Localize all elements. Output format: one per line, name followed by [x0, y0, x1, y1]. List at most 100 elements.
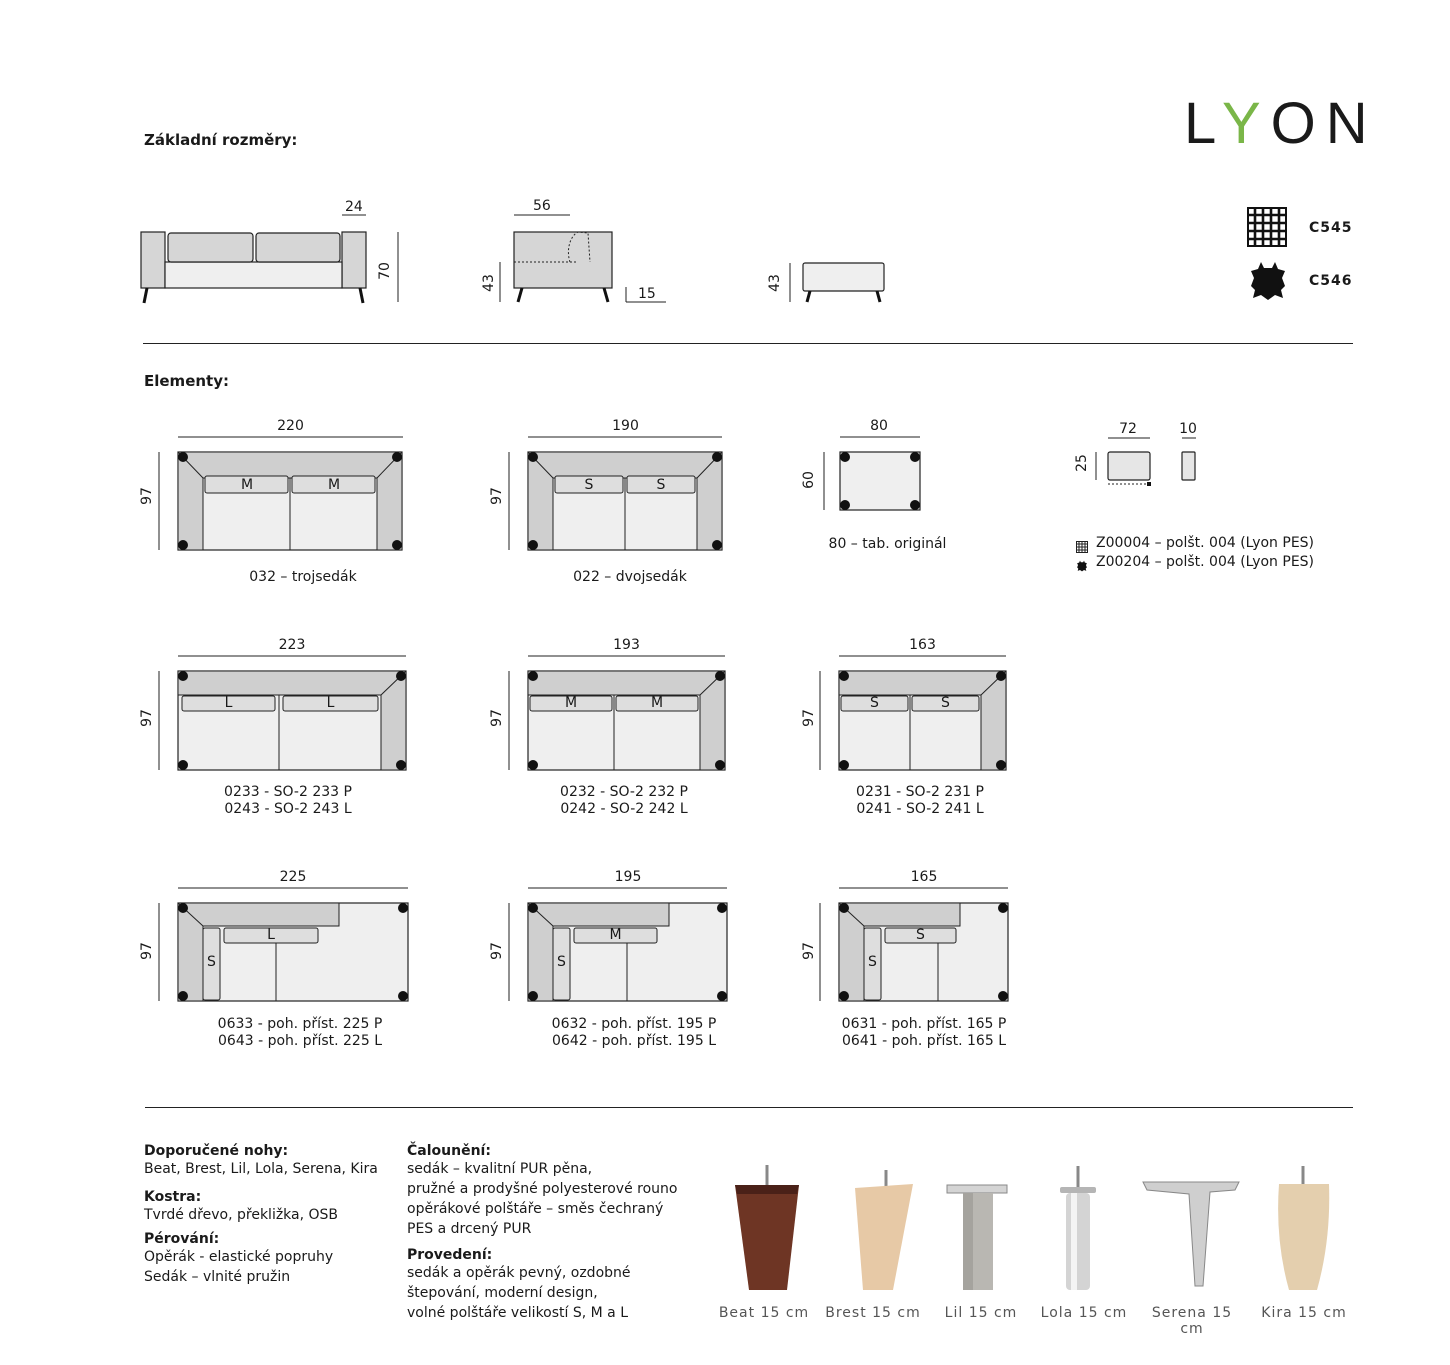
spec-finish-text-1: štepování, moderní design, [407, 1285, 598, 1301]
elem-6-cushion-0: L [267, 927, 275, 943]
leg-label-brest: Brest 15 cm [825, 1305, 921, 1321]
side-depth-dim: 56 [533, 198, 551, 214]
pillow-width: 72 [1119, 421, 1137, 437]
elem-6-width: 225 [279, 869, 307, 885]
spec-finish-text-2: volné polštáře velikostí S, M a L [407, 1305, 629, 1321]
elem-7-cushion-0: M [609, 927, 622, 943]
spec-column-1: Doporučené nohy: Beat, Brest, Lil, Lola,… [144, 1143, 404, 1287]
elem-5-label-l: 0241 - SO-2 241 L [856, 801, 984, 817]
spec-upholstery-text-2: opěrákové polštáře – směs čechraný [407, 1201, 664, 1217]
elem-5-label: 0231 - SO-2 231 P 0241 - SO-2 241 L [800, 784, 1040, 818]
basic-dimensions-title: Základní rozměry: [144, 131, 298, 149]
elem-6-label-p: 0633 - poh. příst. 225 P [217, 1016, 383, 1032]
elem-1-depth: 97 [488, 487, 505, 505]
brand-letters-on: ON [1270, 91, 1378, 156]
elem-7-label-p: 0632 - poh. příst. 195 P [551, 1016, 717, 1032]
spec-legs-title: Doporučené nohy: [144, 1143, 289, 1159]
elem-3-label-p: 0233 - SO-2 233 P [224, 784, 352, 800]
fabric-code-c546: C546 [1309, 273, 1353, 289]
elem-1-label: 022 – dvojsedák [573, 569, 687, 585]
elem-5-depth: 97 [800, 709, 817, 727]
spec-upholstery-title: Čalounění: [407, 1143, 491, 1159]
elem-4-label-p: 0232 - SO-2 232 P [560, 784, 688, 800]
elem-4-label: 0232 - SO-2 232 P 0242 - SO-2 242 L [504, 784, 744, 818]
elem-5-label-p: 0231 - SO-2 231 P [856, 784, 984, 800]
elem-0-cushion-0: M [240, 477, 254, 493]
elem-5-width: 163 [909, 637, 936, 653]
leg-beat-icon [735, 1165, 799, 1290]
elem-1-cushion-0: S [584, 477, 594, 493]
basic-dimensions-drawings [140, 214, 666, 304]
elem-2-label: 80 – tab. originál [828, 536, 947, 552]
leg-height-dim: 15 [638, 286, 656, 302]
pillow-thickness: 10 [1179, 421, 1197, 437]
section-divider [143, 343, 1353, 344]
elem-4-cushion-1: M [650, 695, 664, 711]
sofa-arm-dim: 24 [345, 199, 363, 215]
brand-letter-y: Y [1221, 91, 1271, 156]
elem-7-drawing [508, 887, 728, 1002]
leather-hide-icon [1247, 260, 1289, 302]
elem-5-cushion-0: S [870, 695, 879, 711]
elem-8-label-p: 0631 - poh. příst. 165 P [841, 1016, 1007, 1032]
elem-3-label-l: 0243 - SO-2 243 L [224, 801, 352, 817]
elem-7-cushion-1: S [557, 954, 566, 970]
elem-8-depth: 97 [800, 942, 817, 960]
leg-kira-icon [1278, 1166, 1330, 1290]
elem-6-label: 0633 - poh. příst. 225 P 0643 - poh. pří… [180, 1016, 420, 1050]
leg-label-lola: Lola 15 cm [1040, 1305, 1128, 1321]
elem-3-label: 0233 - SO-2 233 P 0243 - SO-2 243 L [168, 784, 408, 818]
elem-2-width: 80 [870, 418, 888, 434]
elem-8-width: 165 [910, 869, 938, 885]
spec-upholstery-text-0: sedák – kvalitní PUR pěna, [407, 1161, 593, 1177]
elem-7-label-l: 0642 - poh. příst. 195 L [552, 1033, 716, 1049]
elem-7-depth: 97 [488, 942, 505, 960]
elem-4-label-l: 0242 - SO-2 242 L [560, 801, 688, 817]
sofa-side-view [499, 214, 666, 303]
fabric-weave-icon [1076, 538, 1088, 553]
elem-0-label: 032 – trojsedák [249, 569, 357, 585]
elem-0-cushion-1: M [327, 477, 341, 493]
elem-8-drawing [819, 887, 1009, 1002]
side-seat-height-dim: 43 [480, 274, 497, 292]
leg-label-beat: Beat 15 cm [718, 1305, 810, 1321]
leg-serena-icon [1142, 1181, 1240, 1287]
elem-1-width: 190 [612, 418, 639, 434]
fabric-weave-icon [1246, 206, 1288, 248]
elem-6-drawing [158, 887, 409, 1002]
leg-lil-icon [946, 1184, 1008, 1290]
pillow-drawing [1095, 437, 1196, 486]
elem-0-drawing [158, 436, 403, 551]
elem-7-width: 195 [614, 869, 642, 885]
leg-label-lil: Lil 15 cm [944, 1305, 1018, 1321]
spec-legs-text: Beat, Brest, Lil, Lola, Serena, Kira [144, 1161, 378, 1177]
stool-side-view [789, 262, 885, 303]
leather-hide-icon [1076, 557, 1088, 572]
brand-logo: LYON [1184, 90, 1378, 157]
elem-7-label: 0632 - poh. příst. 195 P 0642 - poh. pří… [514, 1016, 754, 1050]
elem-0-width: 220 [277, 418, 304, 434]
elem-1-cushion-1: S [656, 477, 666, 493]
elem-0-depth: 97 [138, 487, 155, 505]
section-divider [145, 1107, 1353, 1108]
elem-1-drawing [508, 436, 723, 551]
spec-spring-text-0: Opěrák - elastické popruhy [144, 1249, 334, 1265]
elem-3-cushion-1: L [326, 695, 335, 711]
pillow-legend-leather: Z00204 – polšt. 004 (Lyon PES) [1096, 554, 1315, 570]
pillow-height: 25 [1073, 454, 1090, 472]
elem-4-depth: 97 [488, 709, 505, 727]
elem-6-cushion-1: S [207, 954, 216, 970]
spec-frame-text: Tvrdé dřevo, překližka, OSB [144, 1207, 339, 1223]
legs-illustrations [735, 1165, 1330, 1290]
elements-title: Elementy: [144, 372, 229, 390]
spec-upholstery-text-1: pružné a prodyšné polyesterové rouno [407, 1181, 678, 1197]
elem-4-cushion-0: M [564, 695, 578, 711]
elem-3-depth: 97 [138, 709, 155, 727]
leg-lola-icon [1060, 1166, 1096, 1290]
spec-column-2: Čalounění: sedák – kvalitní PUR pěna, pr… [407, 1143, 717, 1323]
elem-5-drawing [819, 655, 1007, 771]
elem-6-label-l: 0643 - poh. příst. 225 L [218, 1033, 382, 1049]
stool-height-dim: 43 [766, 274, 783, 292]
elem-2-drawing [823, 436, 921, 511]
elem-6-depth: 97 [138, 942, 155, 960]
